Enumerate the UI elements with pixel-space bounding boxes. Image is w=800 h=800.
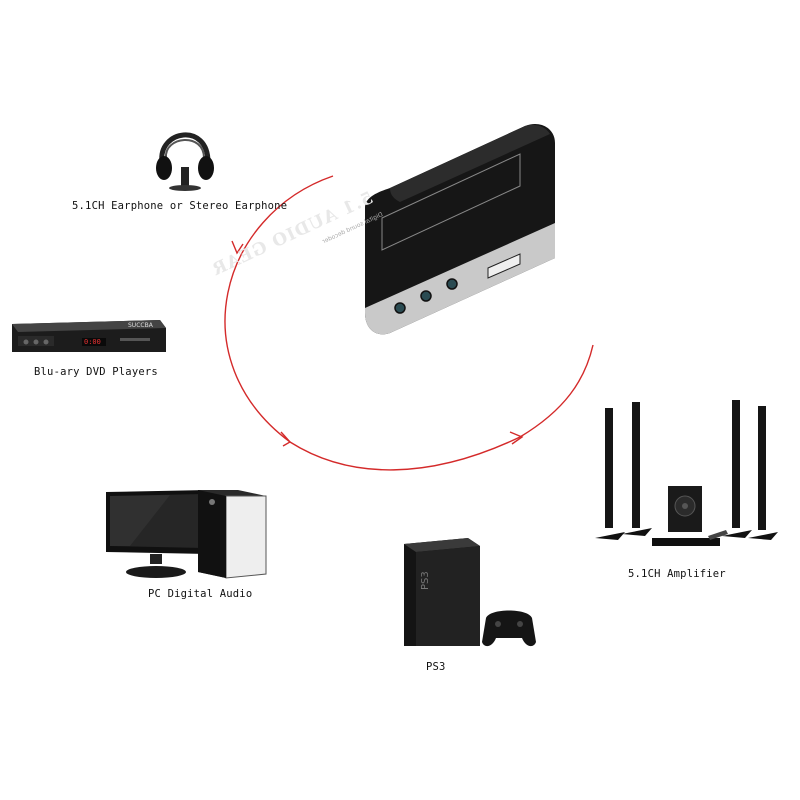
amplifier-speakers (595, 400, 778, 546)
arrow-right-arc (519, 344, 594, 438)
ps3-console: PS3 (404, 538, 536, 647)
arrowhead-bottom-right (509, 431, 524, 445)
arrowhead-top (231, 240, 244, 255)
dvd-label: Blu-ary DVD Players (34, 366, 158, 378)
arrowhead-bottom-left (280, 431, 292, 447)
amplifier-label: 5.1CH Amplifier (628, 568, 726, 580)
earphone-label: 5.1CH Earphone or Stereo Earphone (72, 200, 288, 212)
svg-text:PS3: PS3 (420, 571, 431, 590)
pc-computer (106, 490, 267, 579)
headphones-icon (156, 132, 214, 191)
pc-label: PC Digital Audio (148, 588, 253, 600)
dvd-brand: SUCCBA (128, 322, 153, 329)
audio-gear-device (365, 123, 555, 335)
dvd-display: 0:00 (84, 338, 101, 346)
ps3-label: PS3 (426, 661, 446, 673)
arrow-left-arc (224, 175, 521, 471)
dvd-player (12, 320, 166, 352)
